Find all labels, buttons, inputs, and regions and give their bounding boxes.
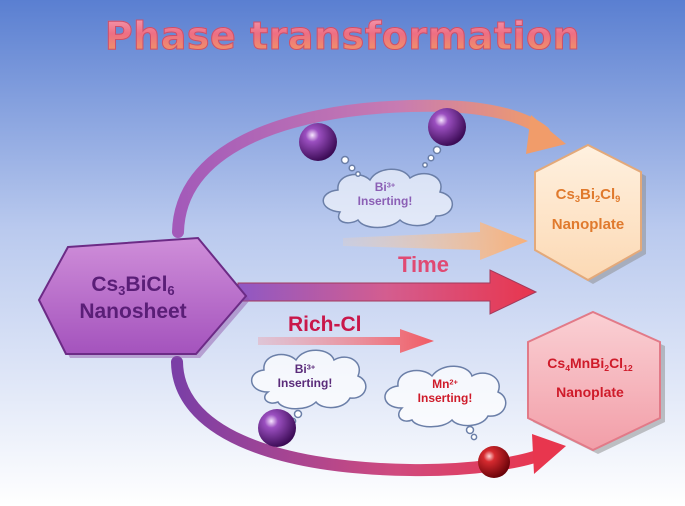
bottom-right-thought-cloud — [384, 365, 507, 441]
bottom-left-cloud-text: Bi3+ Inserting! — [255, 362, 355, 391]
top-cloud-action: Inserting! — [357, 194, 413, 209]
bottom-right-cloud-ion: Mn2+ — [432, 377, 458, 391]
top-thought-cloud — [322, 145, 453, 229]
rich-cl-arrow — [258, 329, 434, 353]
top-curved-arrowhead — [526, 115, 566, 154]
bottom-product-formula: Cs4MnBi2Cl12 — [547, 355, 633, 373]
source-formula: Cs3BiCl6 — [91, 273, 175, 299]
bottom-left-cloud-action: Inserting! — [277, 376, 333, 391]
top-product-morphology: Nanoplate — [551, 215, 625, 233]
bottom-curved-arrowhead — [532, 434, 566, 474]
source-hexagon — [37, 236, 248, 355]
source-morphology: Nanosheet — [79, 300, 187, 324]
bottom-right-cloud-text: Mn2+ Inserting! — [390, 377, 500, 406]
top-product-label: Cs3Bi2Cl9 Nanoplate — [527, 186, 649, 234]
top-curved-arrow — [172, 99, 550, 238]
bi-ion-sphere-1 — [299, 123, 337, 161]
bottom-product-hexagon — [527, 310, 661, 452]
top-cloud-text: Bi3+ Inserting! — [330, 180, 440, 209]
rich-cl-label: Rich-Cl — [288, 313, 362, 336]
source-hexagon-label: Cs3BiCl6 Nanosheet — [48, 272, 218, 326]
bi-ion-sphere-3 — [258, 409, 296, 447]
bottom-left-cloud-ion: Bi3+ — [294, 362, 316, 376]
top-product-hexagon — [534, 143, 642, 282]
bottom-left-thought-cloud — [251, 349, 367, 425]
mn-ion-sphere — [478, 446, 510, 478]
bottom-right-cloud-action: Inserting! — [417, 391, 473, 406]
top-product-formula: Cs3Bi2Cl9 — [555, 186, 621, 204]
bi-ion-sphere-2 — [428, 108, 466, 146]
bottom-product-morphology: Nanoplate — [556, 383, 624, 400]
diagram-title: Phase transformation — [0, 14, 685, 59]
top-cloud-ion: Bi3+ — [374, 180, 396, 194]
nanoplate-arrow — [343, 222, 528, 260]
bottom-product-label: Cs4MnBi2Cl12 Nanoplate — [521, 355, 659, 401]
time-label: Time — [398, 252, 449, 277]
time-arrow — [237, 269, 538, 315]
